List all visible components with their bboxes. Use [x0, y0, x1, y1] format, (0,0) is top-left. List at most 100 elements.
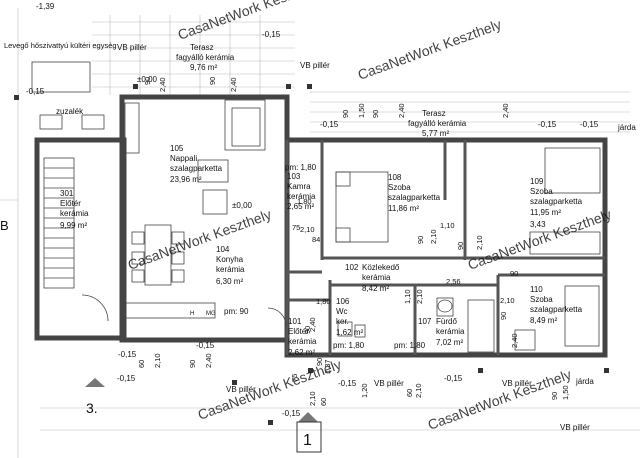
terrace-labels: Terasz fagyálló kerámia 9,76 m² Terasz f… [176, 43, 467, 138]
svg-text:108: 108 [388, 173, 402, 182]
pm-180-c: pm: 1,80 [394, 341, 426, 350]
vb-piller-6: VB pillér [560, 423, 590, 432]
dimension-label: 1,20 [360, 383, 369, 398]
svg-text:Szoba: Szoba [530, 295, 553, 304]
svg-text:11,86 m²: 11,86 m² [388, 204, 419, 213]
level-entr-10: -0,15 [444, 374, 463, 383]
vb-piller-4: VB pillér [374, 379, 404, 388]
svg-text:103: 103 [287, 172, 301, 181]
svg-text:1,62 m²: 1,62 m² [336, 328, 363, 337]
svg-text:101: 101 [288, 317, 302, 326]
svg-text:szalagparketta: szalagparketta [170, 164, 223, 173]
svg-text:107: 107 [418, 317, 432, 326]
room-105: 105 Nappali szalagparketta 23,96 m² [170, 144, 223, 184]
dimension-label: 2,10 [415, 289, 424, 304]
dimension-label: 1,80 [316, 297, 331, 306]
svg-text:105: 105 [170, 144, 184, 153]
dimension-label: 2,40 [501, 103, 510, 118]
room-labels: 105 Nappali szalagparketta 23,96 m² 301 … [60, 144, 583, 357]
svg-text:kerámia: kerámia [216, 265, 245, 274]
h-label: H [190, 311, 194, 317]
level-entr-5: -0,15 [580, 120, 599, 129]
dimension-label: 60 [319, 398, 328, 406]
pm-180-a: pm: 1,80 [285, 163, 317, 172]
vb-piller-5: VB pillér [502, 379, 532, 388]
dimension-label: 2,10 [300, 225, 315, 234]
room-110: 110 Szoba szalagparketta 8,49 m² [530, 285, 583, 325]
level-entr-4: -0,15 [538, 120, 557, 129]
level-entr-2: -0,15 [26, 87, 45, 96]
level-entr-11: -0,15 [282, 409, 301, 418]
terrace-grid [0, 8, 640, 458]
svg-text:7,02 m²: 7,02 m² [436, 338, 463, 347]
svg-text:Terasz: Terasz [190, 43, 214, 52]
svg-text:kerámia: kerámia [436, 327, 465, 336]
level-entr-7: -0,15 [117, 374, 136, 383]
svg-text:9,99 m²: 9,99 m² [60, 221, 87, 230]
svg-text:Szoba: Szoba [388, 183, 411, 192]
svg-text:9,76 m²: 9,76 m² [190, 63, 217, 72]
level-zero-2: ±0,00 [232, 201, 253, 210]
level-zero-1: ±0,00 [137, 75, 158, 84]
dimension-label: 90 [550, 392, 559, 400]
svg-text:5,77 m²: 5,77 m² [422, 129, 449, 138]
svg-text:Nappali: Nappali [170, 154, 197, 163]
svg-text:szalagparketta: szalagparketta [530, 197, 583, 206]
svg-text:2,62 m²: 2,62 m² [288, 348, 315, 357]
svg-text:301: 301 [60, 189, 74, 198]
dimension-label: 90 [315, 358, 324, 366]
level-entr-3: -0,15 [320, 120, 339, 129]
svg-text:CasaNetWork Keszthely: CasaNetWork Keszthely [176, 0, 324, 43]
room-104: 104 Konyha kerámia 6,30 m² [216, 245, 245, 286]
svg-text:CasaNetWork Keszthely: CasaNetWork Keszthely [356, 16, 504, 83]
jarda-label: járda [575, 377, 594, 386]
jarda-top-label: járda [617, 123, 636, 132]
dimension-label: 90 [499, 312, 508, 320]
dimension-label: 90 [456, 242, 465, 250]
svg-text:Wc: Wc [336, 307, 348, 316]
svg-text:CasaNetWork Keszthely: CasaNetWork Keszthely [126, 206, 274, 273]
dimension-label: 1,80 [297, 197, 312, 206]
entrance-markers [85, 378, 322, 453]
dimension-label: 75 [290, 374, 299, 382]
dimension-label: 2,40 [229, 77, 238, 92]
svg-text:ker.: ker. [336, 317, 349, 326]
dimension-label: 1,50 [357, 103, 366, 118]
svg-text:11,95 m²: 11,95 m² [530, 208, 561, 217]
svg-text:104: 104 [216, 245, 230, 254]
svg-text:109: 109 [530, 177, 544, 186]
dimension-label: 2,40 [397, 103, 406, 118]
zuzalek-label: zuzalék [56, 107, 84, 116]
svg-text:kerámia: kerámia [288, 337, 317, 346]
dimension-label: 1,10 [403, 289, 412, 304]
room-102: 102 Közlekedő kerámia 8,42 m² [345, 263, 400, 293]
room-106: 106 Wc ker. 1,62 m² [336, 297, 363, 337]
dimension-label: 1,50 [561, 385, 570, 400]
entrance-1-label: 1 [303, 432, 312, 449]
dimension-label: 90 [371, 110, 380, 118]
dimension-label: 2,56 [446, 277, 461, 286]
dimension-label: 75 [292, 223, 300, 232]
vb-piller-1: VB pillér [117, 43, 147, 52]
dimension-label: 2,10 [475, 235, 484, 250]
level-top-left: -1,39 [36, 2, 55, 11]
svg-text:8,42 m²: 8,42 m² [362, 284, 389, 293]
svg-text:Fürdő: Fürdő [436, 317, 457, 326]
svg-text:Előtér: Előtér [288, 327, 309, 336]
svg-text:Konyha: Konyha [216, 255, 244, 264]
labels: -1,39 Levegő hőszivattyú kültéri egység … [0, 2, 636, 449]
room-109: 109 Szoba szalagparketta 11,95 m² 3,43 [530, 177, 583, 229]
svg-text:kerámia: kerámia [287, 192, 316, 201]
svg-text:Közlekedő: Közlekedő [362, 263, 400, 272]
svg-text:fagyálló kerámia: fagyálló kerámia [408, 119, 467, 128]
room-108: 108 Szoba szalagparketta 11,86 m² [388, 173, 441, 213]
inner-walls [285, 140, 605, 355]
svg-text:3,43: 3,43 [530, 220, 546, 229]
svg-text:Terasz: Terasz [422, 109, 446, 118]
dimension-label: 2,40 [204, 353, 213, 368]
dimension-label: 2,40 [158, 77, 167, 92]
dimension-label: 90 [143, 77, 152, 85]
svg-text:6,30 m²: 6,30 m² [216, 277, 243, 286]
svg-text:Szoba: Szoba [530, 187, 553, 196]
